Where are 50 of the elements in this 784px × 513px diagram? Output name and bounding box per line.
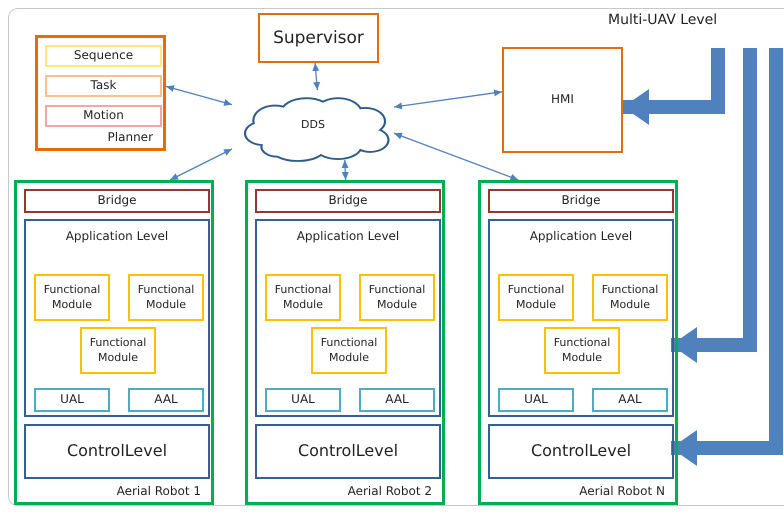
robot-group-box (14, 180, 214, 505)
layer-box: UAL (265, 388, 341, 412)
layer-box: AAL (592, 388, 668, 412)
double-arrow (342, 160, 349, 180)
block-arrow (671, 48, 783, 466)
double-arrow (394, 89, 502, 110)
layer-box: ControlLevel (24, 424, 210, 479)
module-box: Functional Module (80, 327, 156, 374)
component-box: Supervisor (258, 13, 379, 63)
block-arrow (671, 48, 757, 363)
group-title: Planner (108, 130, 153, 144)
level-label: Multi-UAV Level (608, 12, 718, 28)
layer-box: ControlLevel (488, 424, 674, 479)
bridge-box: Bridge (488, 189, 674, 213)
bridge-box: Bridge (255, 189, 441, 213)
layer-group-box (255, 219, 441, 417)
bridge-box: Bridge (24, 189, 210, 213)
group-title: Aerial Robot 2 (348, 484, 432, 498)
layer-box: UAL (34, 388, 110, 412)
double-arrow (166, 85, 232, 106)
component-box: HMI (502, 47, 623, 153)
group-title: Application Level (64, 229, 170, 243)
module-box: Functional Module (592, 274, 668, 321)
planner-panel (35, 35, 166, 151)
module-box: Functional Module (265, 274, 341, 321)
layer-box: Task (45, 75, 162, 97)
double-arrow (312, 62, 320, 90)
module-box: Functional Module (34, 274, 110, 321)
block-arrow (623, 48, 725, 125)
group-title: Application Level (528, 229, 634, 243)
layer-box: Motion (45, 105, 162, 127)
robot-group-box (478, 180, 678, 505)
double-arrow (170, 148, 232, 181)
double-arrow (394, 132, 519, 181)
module-box: Functional Module (498, 274, 574, 321)
layer-group-box (24, 219, 210, 417)
robot-group-box (245, 180, 445, 505)
group-title: Aerial Robot N (579, 484, 665, 498)
module-box: Functional Module (311, 327, 387, 374)
module-box: Functional Module (544, 327, 620, 374)
layer-group-box (488, 219, 674, 417)
group-title: Application Level (296, 229, 400, 243)
layer-box: AAL (128, 388, 204, 412)
layer-box: UAL (498, 388, 574, 412)
module-box: Functional Module (128, 274, 204, 321)
group-title: Aerial Robot 1 (116, 484, 201, 498)
layer-box: Sequence (45, 45, 162, 67)
layer-box: AAL (359, 388, 435, 412)
layer-box: ControlLevel (255, 424, 441, 479)
module-box: Functional Module (359, 274, 435, 321)
